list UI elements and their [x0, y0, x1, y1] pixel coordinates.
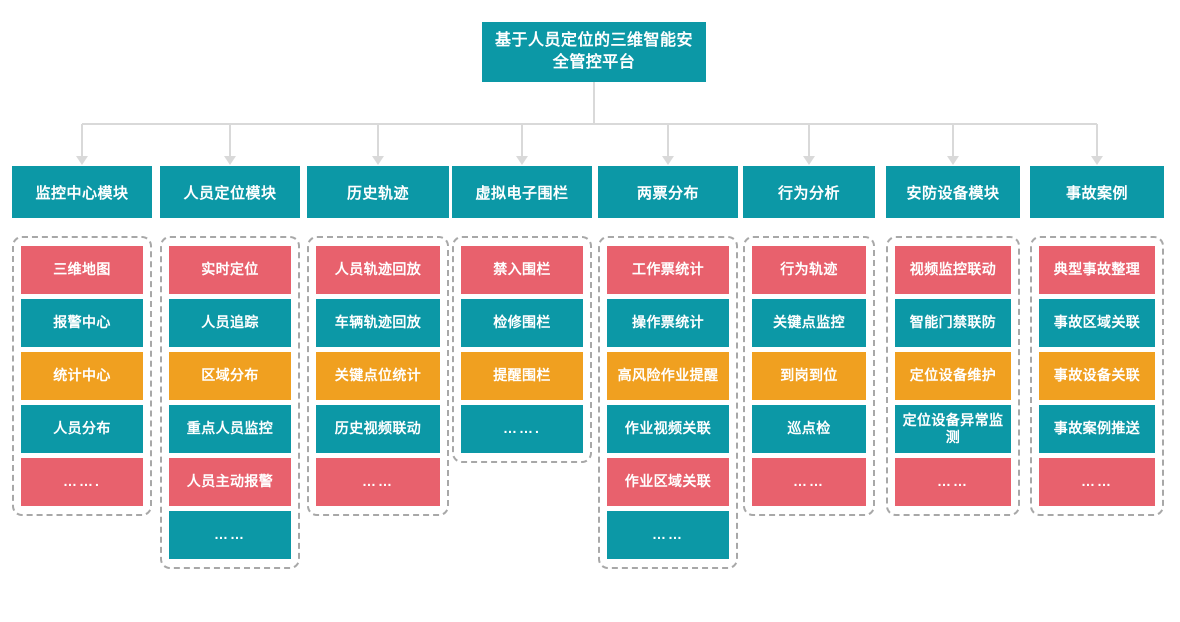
module-item[interactable]: 视频监控联动 — [895, 246, 1011, 294]
module-item-group: 三维地图报警中心统计中心人员分布 ……. — [12, 236, 152, 516]
module-item[interactable]: 关键点监控 — [752, 299, 866, 347]
module-item[interactable]: 统计中心 — [21, 352, 143, 400]
module-item-ellipsis[interactable]: …… — [895, 458, 1011, 506]
module-column: 监控中心模块三维地图报警中心统计中心人员分布 ……. — [12, 166, 152, 516]
module-item[interactable]: 巡点检 — [752, 405, 866, 453]
module-item[interactable]: 实时定位 — [169, 246, 291, 294]
module-header-5[interactable]: 两票分布 — [598, 166, 738, 218]
module-item[interactable]: 人员分布 — [21, 405, 143, 453]
module-item[interactable]: 历史视频联动 — [316, 405, 440, 453]
module-item[interactable]: 智能门禁联防 — [895, 299, 1011, 347]
module-column: 虚拟电子围栏禁入围栏检修围栏提醒围栏 ……. — [452, 166, 592, 463]
module-column: 人员定位模块实时定位人员追踪区域分布重点人员监控人员主动报警 …… — [160, 166, 300, 569]
module-column: 事故案例典型事故整理事故区域关联事故设备关联事故案例推送 …… — [1030, 166, 1164, 516]
module-item[interactable]: 高风险作业提醒 — [607, 352, 729, 400]
module-item-group: 实时定位人员追踪区域分布重点人员监控人员主动报警 …… — [160, 236, 300, 569]
module-header-8[interactable]: 事故案例 — [1030, 166, 1164, 218]
module-item[interactable]: 定位设备维护 — [895, 352, 1011, 400]
module-item-ellipsis[interactable]: ……. — [21, 458, 143, 506]
module-item[interactable]: 提醒围栏 — [461, 352, 583, 400]
module-header-4[interactable]: 虚拟电子围栏 — [452, 166, 592, 218]
module-item-ellipsis[interactable]: ……. — [461, 405, 583, 453]
module-header-6[interactable]: 行为分析 — [743, 166, 875, 218]
module-item-group: 禁入围栏检修围栏提醒围栏 ……. — [452, 236, 592, 463]
module-item[interactable]: 事故区域关联 — [1039, 299, 1155, 347]
module-item[interactable]: 车辆轨迹回放 — [316, 299, 440, 347]
module-column: 安防设备模块视频监控联动智能门禁联防定位设备维护定位设备异常监测 …… — [886, 166, 1020, 516]
module-item-group: 视频监控联动智能门禁联防定位设备维护定位设备异常监测 …… — [886, 236, 1020, 516]
module-item[interactable]: 报警中心 — [21, 299, 143, 347]
module-item[interactable]: 作业区域关联 — [607, 458, 729, 506]
module-item-group: 行为轨迹关键点监控到岗到位巡点检 …… — [743, 236, 875, 516]
module-item[interactable]: 作业视频关联 — [607, 405, 729, 453]
module-header-7[interactable]: 安防设备模块 — [886, 166, 1020, 218]
module-item[interactable]: 操作票统计 — [607, 299, 729, 347]
module-item[interactable]: 事故案例推送 — [1039, 405, 1155, 453]
module-column: 历史轨迹人员轨迹回放车辆轨迹回放关键点位统计历史视频联动 …… — [307, 166, 449, 516]
module-item[interactable]: 人员轨迹回放 — [316, 246, 440, 294]
module-item[interactable]: 典型事故整理 — [1039, 246, 1155, 294]
module-item[interactable]: 区域分布 — [169, 352, 291, 400]
module-item[interactable]: 关键点位统计 — [316, 352, 440, 400]
module-item[interactable]: 人员追踪 — [169, 299, 291, 347]
module-item[interactable]: 到岗到位 — [752, 352, 866, 400]
module-header-1[interactable]: 监控中心模块 — [12, 166, 152, 218]
module-column: 行为分析行为轨迹关键点监控到岗到位巡点检 …… — [743, 166, 875, 516]
module-item-group: 典型事故整理事故区域关联事故设备关联事故案例推送 …… — [1030, 236, 1164, 516]
module-item[interactable]: 工作票统计 — [607, 246, 729, 294]
module-item[interactable]: 检修围栏 — [461, 299, 583, 347]
module-item[interactable]: 行为轨迹 — [752, 246, 866, 294]
module-item[interactable]: 人员主动报警 — [169, 458, 291, 506]
module-item-ellipsis[interactable]: …… — [169, 511, 291, 559]
module-item[interactable]: 三维地图 — [21, 246, 143, 294]
module-column: 两票分布工作票统计操作票统计高风险作业提醒作业视频关联作业区域关联 …… — [598, 166, 738, 569]
module-item-ellipsis[interactable]: …… — [1039, 458, 1155, 506]
module-item[interactable]: 禁入围栏 — [461, 246, 583, 294]
module-item-group: 人员轨迹回放车辆轨迹回放关键点位统计历史视频联动 …… — [307, 236, 449, 516]
module-item[interactable]: 定位设备异常监测 — [895, 405, 1011, 453]
module-header-3[interactable]: 历史轨迹 — [307, 166, 449, 218]
module-item-ellipsis[interactable]: …… — [607, 511, 729, 559]
module-item[interactable]: 重点人员监控 — [169, 405, 291, 453]
module-item-ellipsis[interactable]: …… — [752, 458, 866, 506]
module-item-ellipsis[interactable]: …… — [316, 458, 440, 506]
module-header-2[interactable]: 人员定位模块 — [160, 166, 300, 218]
platform-title: 基于人员定位的三维智能安全管控平台 — [482, 22, 706, 82]
module-item-group: 工作票统计操作票统计高风险作业提醒作业视频关联作业区域关联 …… — [598, 236, 738, 569]
module-item[interactable]: 事故设备关联 — [1039, 352, 1155, 400]
